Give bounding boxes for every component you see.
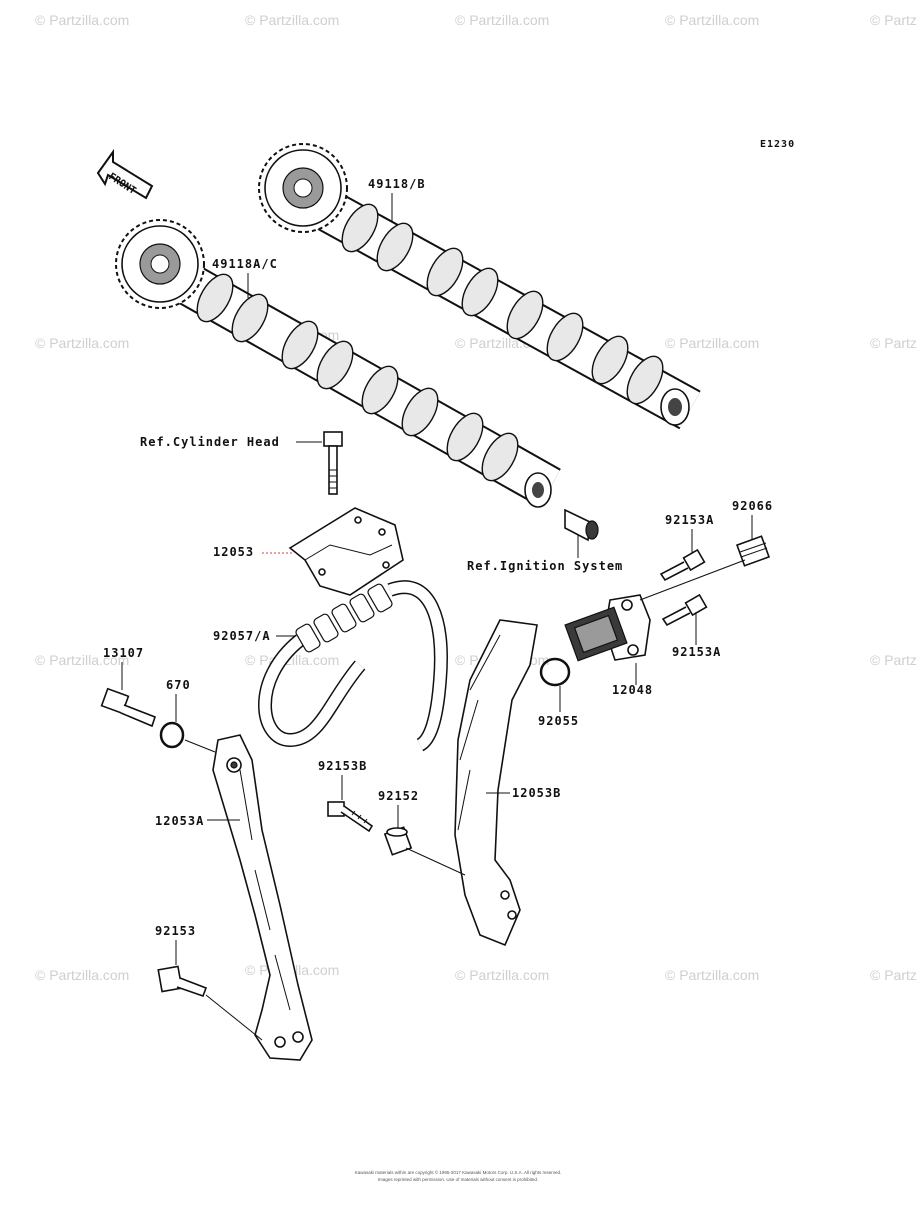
bolt-13107 <box>100 687 157 728</box>
watermark: © Partzilla.com <box>35 652 129 668</box>
callout-bolt-92153b: 92153B <box>318 759 367 773</box>
callout-collar: 92152 <box>378 789 419 803</box>
watermark: © Partzilla.com <box>665 12 759 28</box>
watermark: © Partzilla.com <box>665 967 759 983</box>
cylinder-head-bolt <box>323 431 343 495</box>
copyright-line: Images reprinted with permission. Use of… <box>378 1177 538 1182</box>
callout-bolt-13107: 13107 <box>103 646 144 660</box>
tensioner-plug <box>735 535 771 567</box>
callout-bolt-tensioner-upper: 92153A <box>665 513 714 527</box>
watermark: © Partzilla.com <box>870 967 917 983</box>
copyright-line: Kawasaki materials within are copyright … <box>355 1169 561 1175</box>
front-arrow-icon: FRONT <box>96 148 154 200</box>
chain-guide-right <box>454 619 538 947</box>
callout-camshaft-exhaust: 49118/B <box>368 177 426 191</box>
camshaft-intake <box>115 219 561 508</box>
cam-chain <box>258 580 448 752</box>
watermark: © Partzilla.com <box>35 967 129 983</box>
callout-guide-right: 12053B <box>512 786 561 800</box>
watermark: © Partzilla.com <box>870 652 917 668</box>
watermark: © Partzilla.com <box>870 335 917 351</box>
camshaft-exhaust <box>258 143 701 430</box>
watermark: © Partzilla.com <box>455 967 549 983</box>
diagram-code: E1230 <box>760 139 795 150</box>
watermark: © Partzilla.com <box>245 12 339 28</box>
watermark: © Partzilla.com <box>35 12 129 28</box>
callout-plug: 92066 <box>732 499 773 513</box>
chain-guide-upper <box>288 507 404 596</box>
callout-guide-left: 12053A <box>155 814 204 828</box>
callout-bolt-92153: 92153 <box>155 924 196 938</box>
callout-ref-ignition: Ref.Ignition System <box>467 559 623 573</box>
guide-bolt-92153 <box>157 965 208 998</box>
guide-bolt-92153b <box>327 801 374 833</box>
chain-guide-left <box>212 734 313 1061</box>
callout-ref-cylinder-head: Ref.Cylinder Head <box>140 435 280 449</box>
o-ring-670 <box>159 721 185 749</box>
callout-o-ring-670: 670 <box>166 678 191 692</box>
callout-bolt-tensioner-lower: 92153A <box>672 645 721 659</box>
watermark: © Partzilla.com <box>245 652 339 668</box>
watermark: © Partzilla.com <box>870 12 917 28</box>
callout-o-ring-92055: 92055 <box>538 714 579 728</box>
cam-chain-tensioner <box>564 594 651 662</box>
callout-camshaft-intake: 49118A/C <box>212 257 278 271</box>
tensioner-bolt-lower <box>661 593 708 627</box>
tensioner-bolt-upper <box>659 548 706 582</box>
o-ring-tensioner <box>539 657 571 687</box>
guide-collar <box>383 826 413 856</box>
watermark: © Partzilla.com <box>455 12 549 28</box>
callout-guide-upper: 12053 <box>213 545 254 559</box>
callout-chain: 92057/A <box>213 629 271 643</box>
watermark: © Partzilla.com <box>665 335 759 351</box>
callout-tensioner: 12048 <box>612 683 653 697</box>
watermark: © Partzilla.com <box>35 335 129 351</box>
ignition-cap <box>564 508 599 542</box>
